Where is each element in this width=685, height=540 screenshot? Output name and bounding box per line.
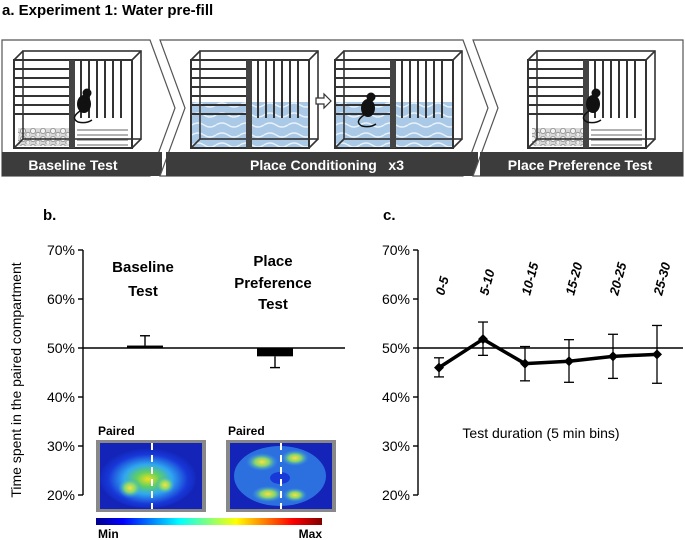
cage-edge <box>131 50 142 61</box>
heatmap-preference <box>226 440 336 512</box>
category-label: Place <box>253 253 292 270</box>
pebble-floor <box>18 128 71 146</box>
figure-title: a. Experiment 1: Water pre-fill <box>2 2 213 19</box>
y-tick-label: 40% <box>382 389 410 405</box>
cage-edge <box>308 138 319 149</box>
cage-edge <box>334 138 345 149</box>
mouse-body <box>361 99 375 117</box>
cage-edge <box>527 138 538 149</box>
bar <box>257 348 293 357</box>
protocol-panel: Baseline Test Place Conditioning x3 Plac… <box>1 39 684 177</box>
mouse-tail <box>582 110 602 124</box>
cage-edge <box>13 50 24 61</box>
colorbar <box>96 518 322 525</box>
y-tick-label: 30% <box>47 438 75 454</box>
heatmap-label-preference: Paired <box>228 424 265 438</box>
cage-edge <box>527 50 538 61</box>
cage-divider <box>69 60 75 148</box>
y-tick-label: 60% <box>382 291 410 307</box>
stage-banner-baseline <box>2 152 162 176</box>
mouse-head <box>366 92 376 102</box>
mouse-icon <box>582 88 602 124</box>
data-point <box>478 334 488 345</box>
bin-label: 10-15 <box>518 260 541 297</box>
bin-label: 15-20 <box>562 260 585 297</box>
heatmaps: Paired Paired Min Max <box>96 424 336 540</box>
y-tick-label: 20% <box>47 487 75 503</box>
bin-label: 25-30 <box>650 260 674 298</box>
mouse-icon <box>357 92 377 128</box>
y-tick-label: 50% <box>47 340 75 356</box>
y-tick-label: 40% <box>47 389 75 405</box>
y-axis-label: Time spent in the paired compartment <box>8 262 24 497</box>
category-label: Preference <box>234 275 312 292</box>
panel-b-letter: b. <box>43 207 56 224</box>
cage-edge <box>452 50 463 61</box>
stage-banner-conditioning <box>166 152 478 176</box>
data-point <box>608 351 618 362</box>
bin-label: 20-25 <box>606 260 630 298</box>
cage-divider <box>246 60 252 148</box>
category-label: Baseline <box>112 259 174 276</box>
stage-label-conditioning: Place Conditioning x3 <box>250 157 404 173</box>
data-point <box>520 358 530 369</box>
heatmap-label-baseline: Paired <box>98 424 135 438</box>
arrow-icon <box>315 92 332 110</box>
pebble-floor <box>532 128 585 146</box>
bin-label: 5-10 <box>476 267 497 297</box>
panel-c-letter: c. <box>383 207 396 224</box>
cage-edge <box>131 138 142 149</box>
cage-edge <box>645 138 656 149</box>
y-tick-label: 60% <box>47 291 75 307</box>
colorbar-min-label: Min <box>98 527 119 540</box>
cage-edge <box>190 138 201 149</box>
bar <box>127 345 163 348</box>
heatmap-baseline <box>96 440 206 512</box>
cage-edge <box>13 138 24 149</box>
mouse-body <box>586 95 600 113</box>
cage-edge <box>452 138 463 149</box>
y-tick-label: 70% <box>382 242 410 258</box>
x-axis-label: Test duration (5 min bins) <box>462 425 619 441</box>
data-point <box>564 356 574 367</box>
y-tick-label: 70% <box>47 242 75 258</box>
panel-c-chart: Test duration (5 min bins) 20% 30% 40% 50% 6… <box>382 242 683 503</box>
colorbar-max-label: Max <box>299 527 323 540</box>
y-tick-label: 20% <box>382 487 410 503</box>
mouse-tail <box>357 114 377 128</box>
cage-edge <box>190 50 201 61</box>
stage-banner-preference <box>480 152 683 176</box>
category-label: Test <box>258 296 288 313</box>
cage-edge <box>334 50 345 61</box>
category-label: Test <box>128 283 158 300</box>
data-point <box>652 349 662 360</box>
cage-divider <box>390 60 396 148</box>
cage-edge <box>645 50 656 61</box>
y-tick-label: 30% <box>382 438 410 454</box>
stage-label-baseline: Baseline Test <box>28 157 118 173</box>
mouse-head <box>82 88 92 98</box>
mouse-icon <box>73 88 93 124</box>
mouse-body <box>77 95 91 113</box>
cage-edge <box>308 50 319 61</box>
panel-b-chart: Time spent in the paired compartment 20%… <box>8 242 345 503</box>
cage-conditioning-2 <box>334 50 463 149</box>
stage-label-preference: Place Preference Test <box>508 157 653 173</box>
mouse-head <box>591 88 601 98</box>
data-point <box>434 362 444 373</box>
mouse-tail <box>73 110 93 124</box>
series-line <box>438 337 658 370</box>
y-tick-label: 50% <box>382 340 410 356</box>
cage-conditioning-1 <box>190 50 319 149</box>
bin-label: 0-5 <box>432 274 452 297</box>
